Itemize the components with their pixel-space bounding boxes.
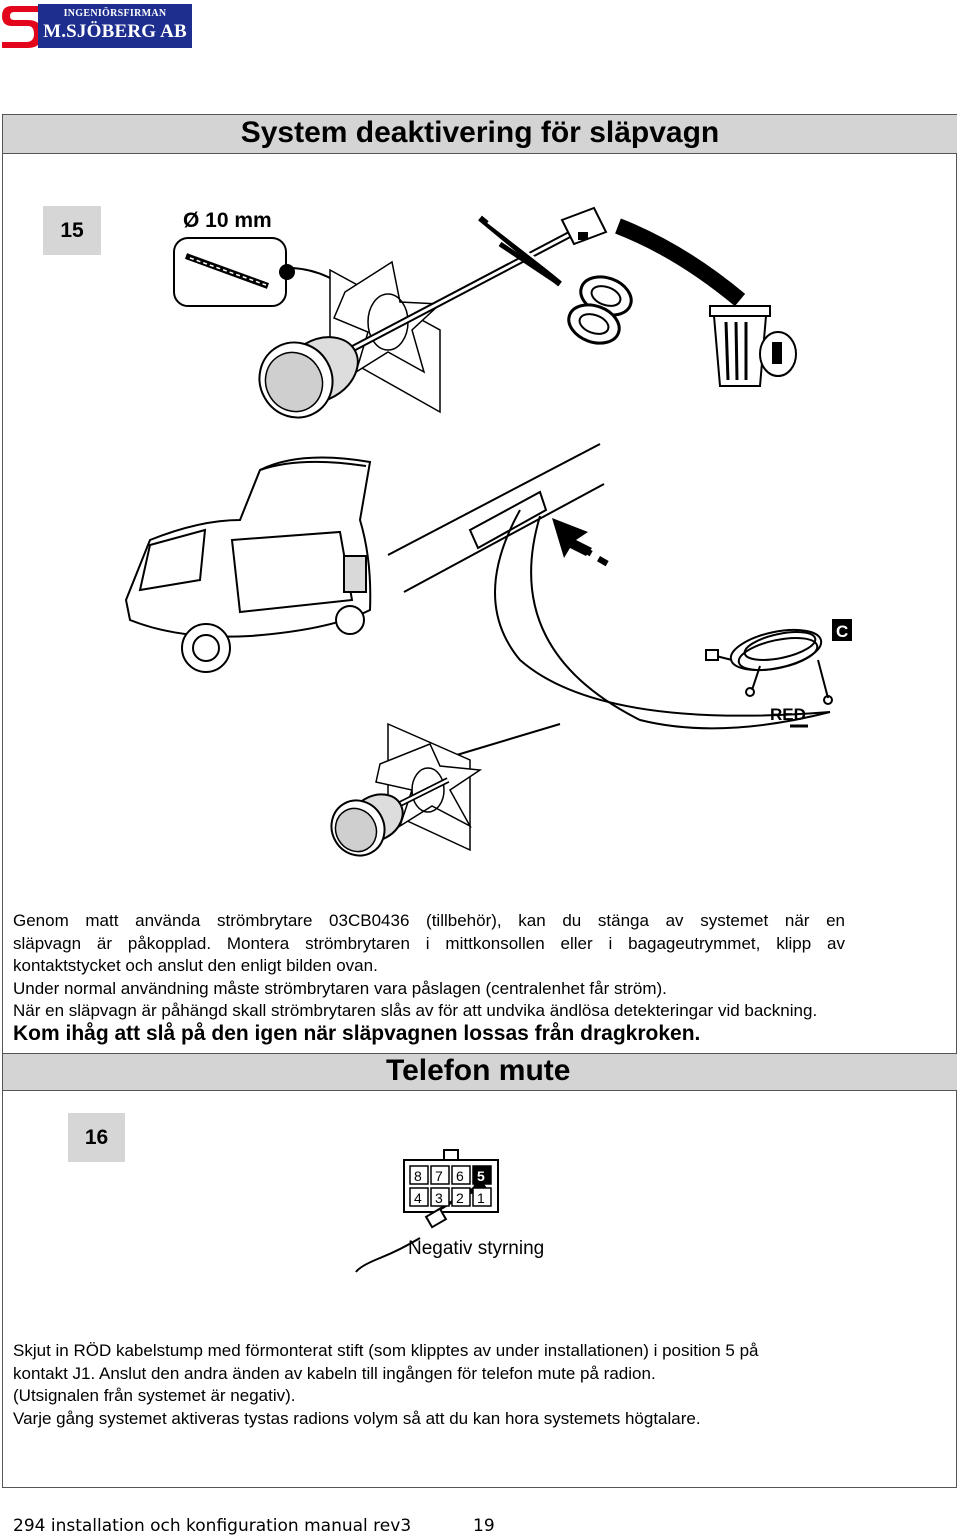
- trailer-text-line: När en släpvagn är påhängd skall strömbr…: [13, 1001, 818, 1020]
- section-title-phone-mute: Telefon mute: [386, 1054, 571, 1087]
- footer-document-title: 294 installation och konfiguration manua…: [13, 1516, 412, 1536]
- trailer-text-line: Genom matt använda strömbrytare 03CB0436…: [13, 911, 845, 930]
- section-title-trailer: System deaktivering för släpvagn: [240, 116, 720, 149]
- trailer-reminder-note: Kom ihåg att slå på den igen när släpvag…: [13, 1022, 701, 1045]
- step-number-15: 15: [43, 206, 101, 255]
- phone-mute-text-line: Skjut in RÖD kabelstump med förmonterat …: [13, 1341, 759, 1360]
- step-number-16: 16: [68, 1113, 125, 1162]
- section-banner-trailer: System deaktivering för släpvagn: [3, 114, 957, 154]
- trailer-text-line: Under normal användning måste strömbryta…: [13, 978, 667, 998]
- logo-line2: M.SJÖBERG AB: [43, 21, 187, 42]
- trailer-text-line: släpvagn är påkopplad. Montera strömbryt…: [13, 933, 845, 953]
- trailer-text-line: kontaktstycket och anslut den enligt bil…: [13, 956, 378, 975]
- phone-mute-text-line: kontakt J1. Anslut den andra änden av ka…: [13, 1363, 656, 1383]
- section-banner-phone-mute: Telefon mute: [3, 1053, 957, 1091]
- content-frame: [2, 114, 957, 1488]
- logo-blue-box: [38, 4, 192, 48]
- logo-line1: INGENIÖRSFIRMAN: [63, 8, 167, 19]
- phone-mute-text-line: (Utsignalen från systemet är negativ).: [13, 1386, 296, 1405]
- phone-mute-instructions: Skjut in RÖD kabelstump med förmonterat …: [13, 1340, 913, 1430]
- trailer-instructions: Genom matt använda strömbrytare 03CB0436…: [13, 910, 845, 1023]
- footer-page-number: 19: [473, 1516, 495, 1536]
- phone-mute-text-line: Varje gång systemet aktiveras tystas rad…: [13, 1408, 701, 1428]
- company-logo: INGENIÖRSFIRMAN M.SJÖBERG AB: [0, 2, 192, 48]
